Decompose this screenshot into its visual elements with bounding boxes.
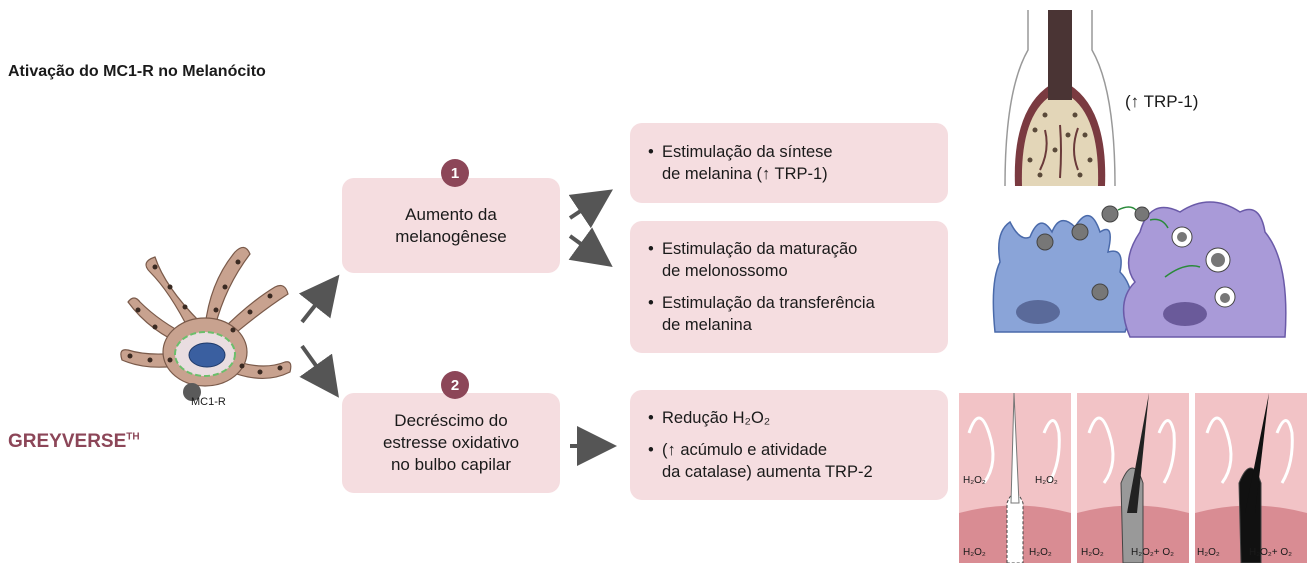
outcome-2-bullet-2: (↑ acúmulo e atividade da catalase) aume… [648, 439, 948, 483]
panel-1-bottom-label-left: H₂O₂ [963, 547, 986, 558]
path-1-line-1: Aumento da [405, 204, 497, 224]
melanocyte-illustration [120, 246, 292, 401]
path-1-box: Aumento da melanogênese [342, 178, 560, 273]
melanosome-transfer-illustration [992, 201, 1287, 338]
mc1r-label: MC1-R [191, 396, 226, 408]
brand-label: GREYVERSETH [8, 431, 140, 452]
panel-2-bottom-label-right: H₂O₂+ O₂ [1131, 547, 1174, 558]
hair-bulb-label: (↑ TRP-1) [1125, 92, 1199, 111]
outcome-1b-bullet-1: Estimulação da maturação de melonossomo [648, 238, 948, 282]
skin-panel-1 [959, 393, 1071, 563]
path-2-line-1: Decréscimo do [394, 411, 508, 430]
panel-2-bottom-label-left: H₂O₂ [1081, 547, 1104, 558]
panel-1-bottom-label-right: H₂O₂ [1029, 547, 1052, 558]
path-2-line-3: no bulbo capilar [390, 455, 511, 474]
path-2-line-2: estresse oxidativo [382, 433, 520, 452]
skin-panels-illustration: H₂O₂ H₂O₂ H₂O₂ H₂O₂ H₂O₂ H₂O₂+ O₂ H₂O₂ H… [959, 393, 1307, 563]
arrow-to-outcome-1a [568, 189, 613, 229]
skin-panel-2 [1077, 393, 1189, 563]
arrow-to-outcome-1b [568, 227, 613, 268]
outcome-1b-bullet-2: Estimulação da transferência de melanina [648, 292, 948, 336]
path-2-badge: 2 [441, 371, 469, 399]
arrow-to-path-1 [298, 274, 340, 324]
skin-panel-3 [1195, 393, 1307, 563]
panel-1-top-label-right: H₂O₂ [1035, 475, 1058, 486]
outcome-2-bullet-1: Redução H₂O₂ [648, 407, 948, 429]
page-title: Ativação do MC1-R no Melanócito [8, 63, 266, 80]
panel-3-bottom-label-left: H₂O₂ [1197, 547, 1220, 558]
outcome-box-1a: Estimulação da síntese de melanina (↑ TR… [630, 123, 948, 203]
panel-1-top-label-left: H₂O₂ [963, 475, 986, 486]
hair-bulb-illustration [1004, 10, 1116, 186]
path-1-badge: 1 [441, 159, 469, 187]
outcome-1a-bullet-1: Estimulação da síntese de melanina (↑ TR… [648, 141, 948, 185]
outcome-box-2: Redução H₂O₂ (↑ acúmulo e atividade da c… [630, 390, 948, 500]
arrow-to-path-2 [299, 344, 339, 398]
path-1-line-2: melanogênese [395, 226, 507, 246]
path-2-box: Decréscimo do estresse oxidativo no bulb… [342, 393, 560, 493]
outcome-box-1b: Estimulação da maturação de melonossomo … [630, 221, 948, 353]
panel-3-bottom-label-right: H₂O₂+ O₂ [1249, 547, 1292, 558]
